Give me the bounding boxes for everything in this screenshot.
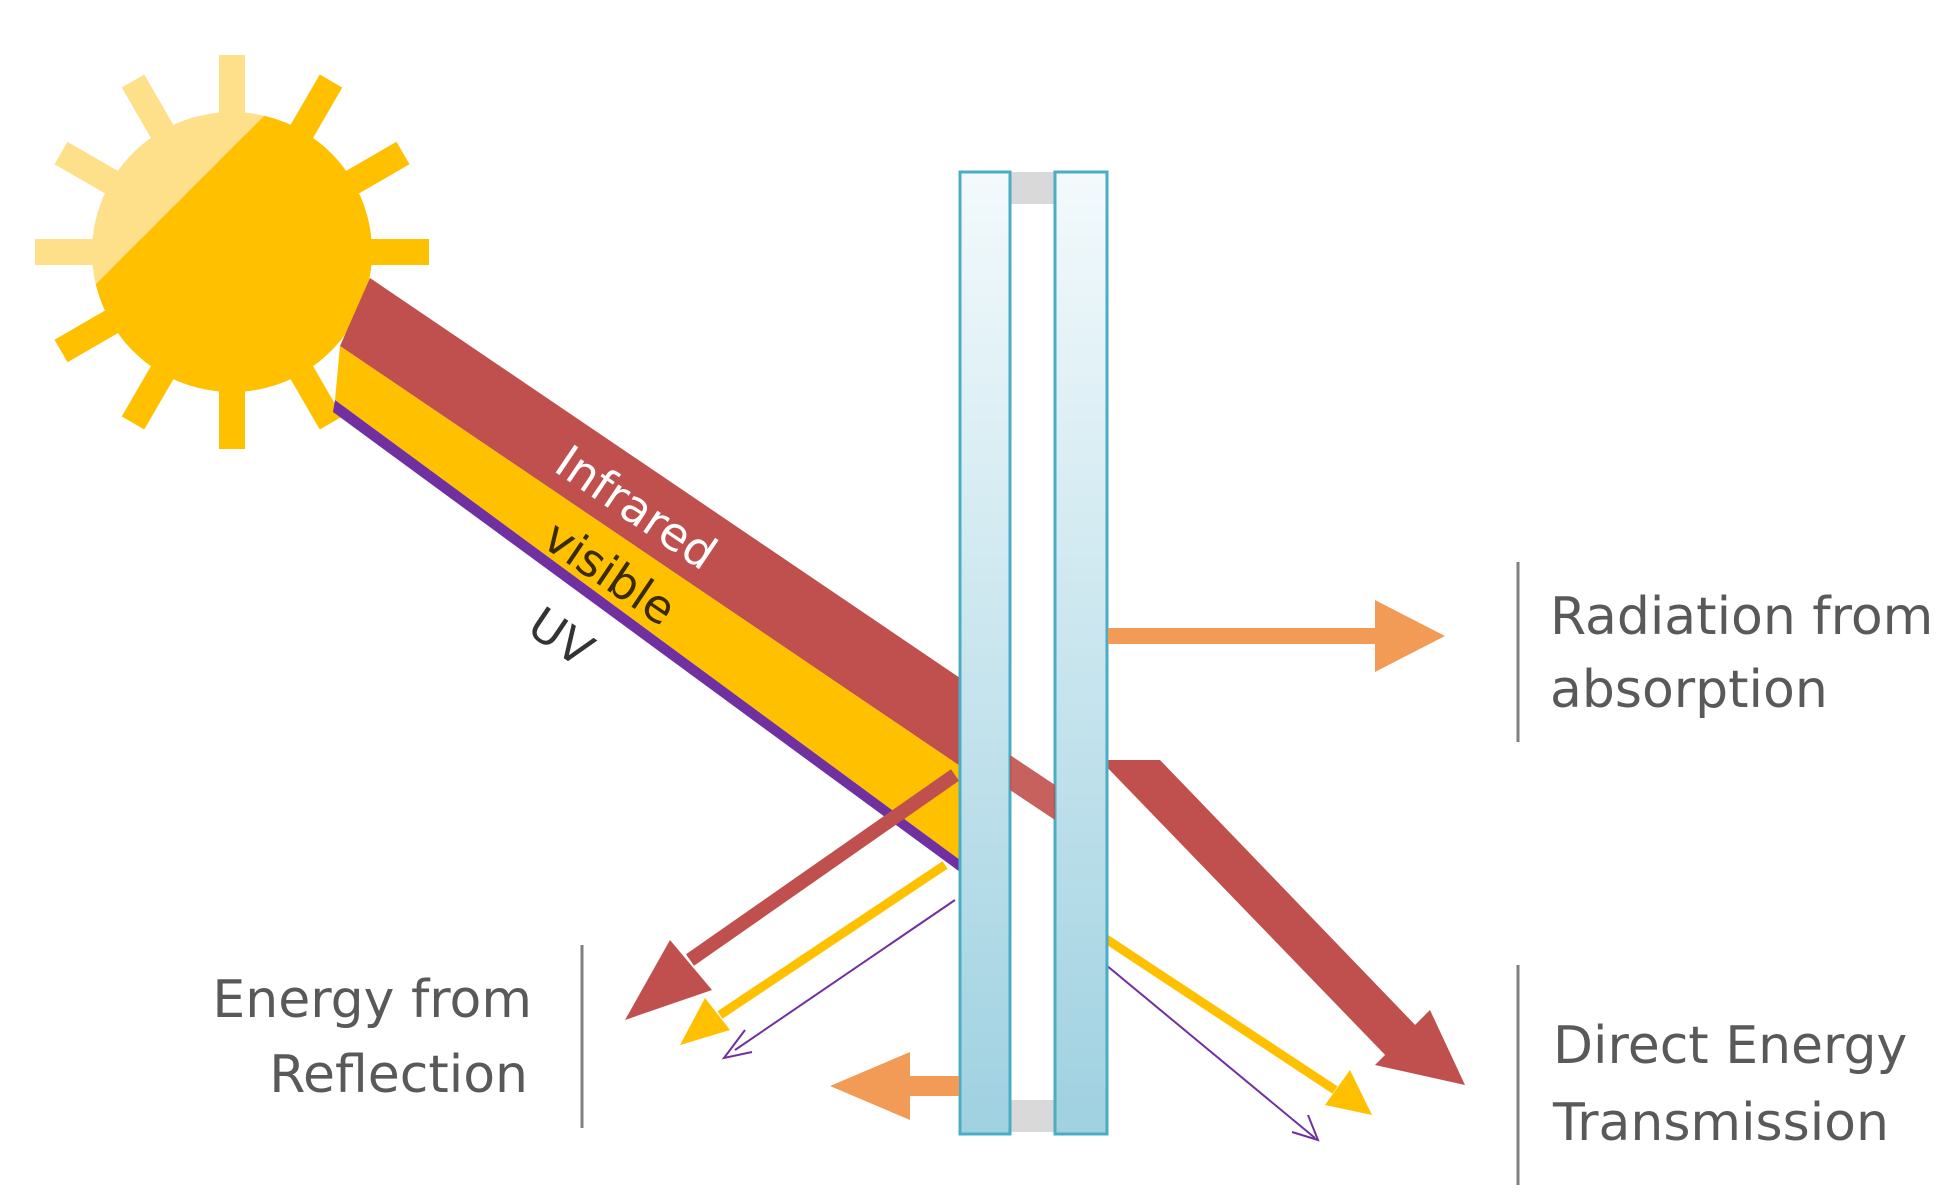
reflection-label-line1: Energy from — [212, 970, 532, 1030]
uv-beam — [333, 400, 960, 872]
absorption-radiation-arrow-right — [1108, 600, 1445, 672]
visible-beam — [335, 346, 960, 860]
outer-glass-pane — [958, 170, 1012, 1136]
glazing-spacer-top — [1010, 172, 1055, 204]
reflected-infrared-arrow — [625, 769, 960, 1020]
transmission-label-line2: Transmission — [1552, 1093, 1889, 1153]
infrared-beam-through-glass — [1010, 755, 1055, 820]
inner-glass-pane — [1053, 170, 1109, 1136]
reflected-visible-arrow — [680, 861, 948, 1045]
transmitted-uv-arrow — [1099, 959, 1320, 1142]
uv-label: UV — [519, 596, 604, 677]
transmission-label-line1: Direct Energy — [1553, 1016, 1907, 1076]
transmitted-visible-arrow — [1097, 931, 1372, 1115]
transmitted-infrared-arrow — [1100, 760, 1465, 1085]
radiation-label-line2: absorption — [1550, 660, 1828, 720]
glazing-spacer-bottom — [1010, 1100, 1055, 1132]
reflection-label-line2: Reflection — [269, 1045, 528, 1105]
sun-icon — [35, 55, 429, 449]
reflected-uv-arrow — [721, 899, 956, 1060]
absorption-radiation-arrow-left — [830, 1052, 959, 1120]
infrared-beam — [340, 278, 960, 766]
radiation-label-line1: Radiation from — [1550, 587, 1933, 647]
